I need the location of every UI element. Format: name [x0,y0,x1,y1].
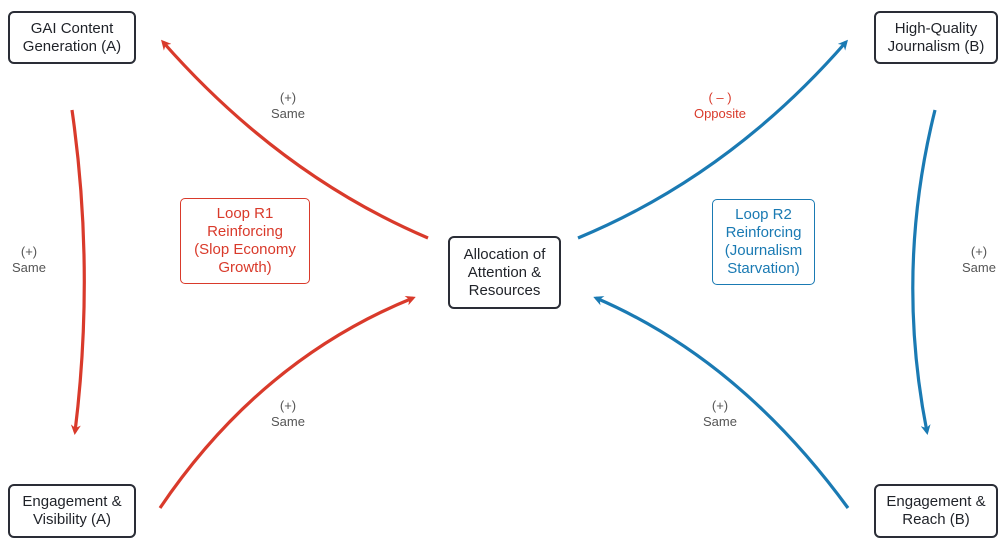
loop-r2-label: Loop R2 Reinforcing (Journalism Starvati… [724,206,803,277]
loop-r1-label: Loop R1 Reinforcing (Slop Economy Growth… [194,205,296,276]
arrow-center-to-gai [161,39,429,240]
link-sign: (+) [279,398,297,413]
arrow-center-to-hq [577,39,848,240]
link-kind: Same [271,414,305,429]
node-gai-content-generation: GAI Content Generation (A) [8,11,136,64]
link-sign: ( – ) [708,90,732,105]
node-allocation-attention-resources: Allocation of Attention & Resources [448,236,561,309]
link-label-gai-to-eng-a: (+) Same [0,244,58,276]
node-engagement-visibility-a: Engagement & Visibility (A) [8,484,136,538]
link-label-eng-b-to-center: (+) Same [685,398,755,430]
arrow-eng-a-to-center [158,295,416,509]
link-sign: (+) [279,90,297,105]
link-sign: (+) [20,244,38,259]
arrow-eng-b-to-center [593,296,850,509]
link-kind: Same [703,414,737,429]
node-eng-b-label: Engagement & Reach (B) [886,493,986,528]
node-center-label: Allocation of Attention & Resources [463,245,546,299]
link-sign: (+) [970,244,988,259]
link-label-center-to-gai: (+) Same [253,90,323,122]
arrow-gai-to-eng-a [70,109,86,435]
link-label-hq-to-eng-b: (+) Same [950,244,1006,276]
node-engagement-reach-b: Engagement & Reach (B) [874,484,998,538]
link-sign: (+) [711,398,729,413]
link-label-eng-a-to-center: (+) Same [253,398,323,430]
link-kind: Same [962,260,996,275]
link-kind: Same [12,260,46,275]
loop-r2-box: Loop R2 Reinforcing (Journalism Starvati… [712,199,815,285]
node-high-quality-journalism: High-Quality Journalism (B) [874,11,998,64]
loop-r1-box: Loop R1 Reinforcing (Slop Economy Growth… [180,198,310,284]
link-label-center-to-hq: ( – ) Opposite [680,90,760,122]
node-eng-a-label: Engagement & Visibility (A) [22,493,122,528]
node-hq-label: High-Quality Journalism (B) [887,19,985,55]
node-gai-label: GAI Content Generation (A) [22,19,122,55]
link-kind: Opposite [693,106,747,121]
link-kind: Same [271,106,305,121]
arrow-hq-to-eng-b [911,109,937,435]
